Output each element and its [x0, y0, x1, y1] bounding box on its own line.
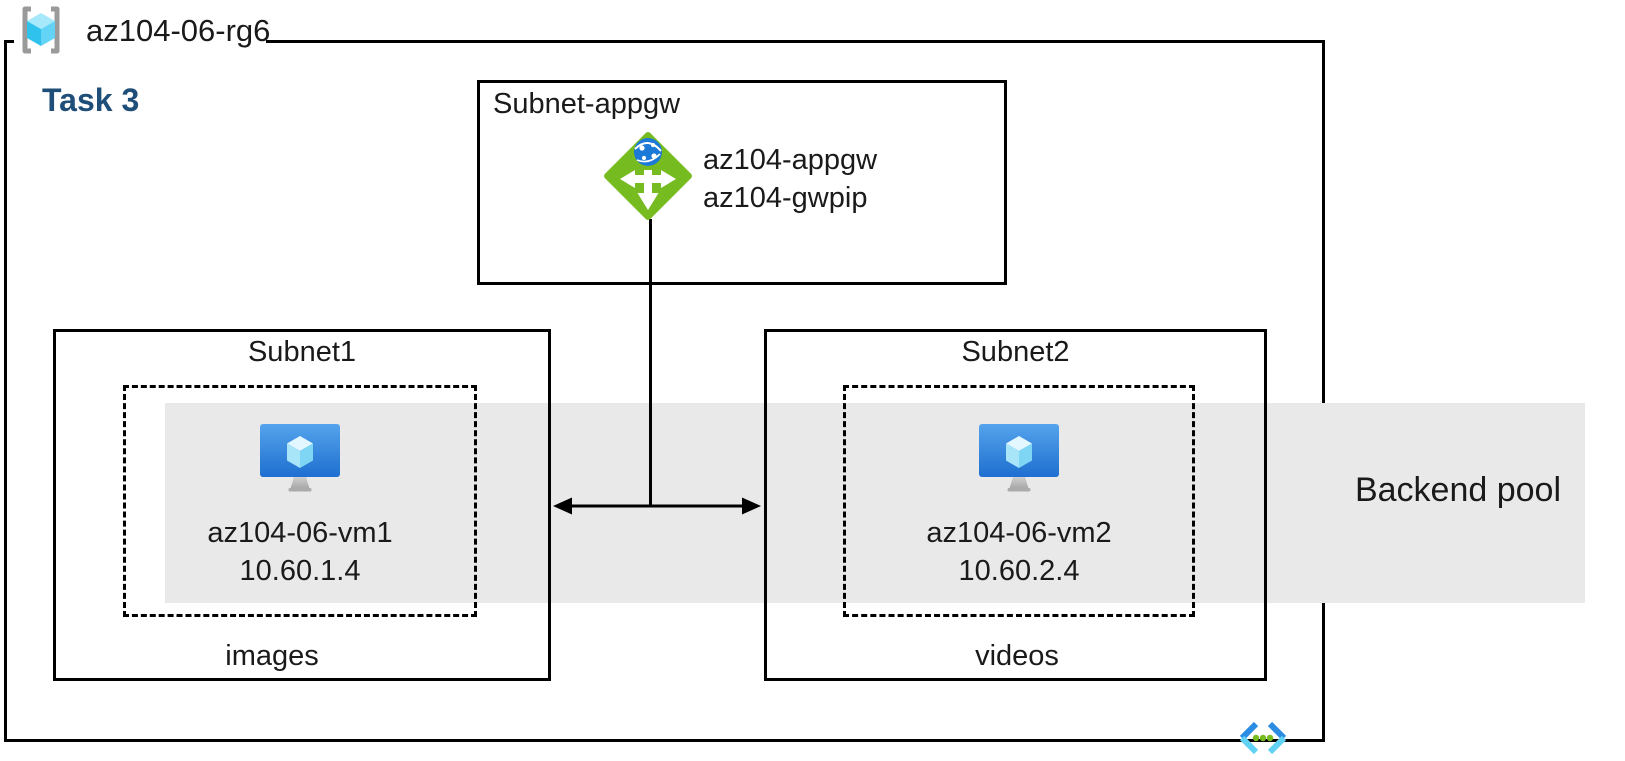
- appgw-name: az104-appgw: [703, 144, 878, 176]
- virtual-machine-icon: [260, 424, 340, 494]
- vm1-text-block: az104-06-vm1 10.60.1.4: [150, 514, 450, 590]
- task-label: Task 3: [42, 82, 140, 118]
- subnet2-box: Subnet2: [764, 329, 1267, 681]
- appgw-subnet-box: [477, 80, 1007, 285]
- resource-group-icon: [14, 4, 68, 56]
- vm2-ip: 10.60.2.4: [958, 555, 1080, 587]
- vm2-text-block: az104-06-vm2 10.60.2.4: [869, 514, 1169, 590]
- resource-group-title: az104-06-rg6: [86, 13, 271, 48]
- backend-pool-band: [165, 403, 1585, 603]
- vm2-name: az104-06-vm2: [926, 517, 1112, 549]
- vm1-dashed-box: [123, 385, 477, 617]
- application-gateway-icon: [602, 128, 694, 220]
- vm1-name: az104-06-vm1: [207, 517, 393, 549]
- appgw-subnet-label: Subnet-appgw: [493, 88, 681, 120]
- connector-vertical-line: [649, 219, 652, 507]
- subnet1-box: Subnet1: [53, 329, 551, 681]
- subnet2-caption: videos: [975, 640, 1059, 672]
- vm1-ip: 10.60.1.4: [239, 555, 361, 587]
- appgw-pip: az104-gwpip: [703, 182, 868, 214]
- appgw-text-block: az104-appgw az104-gwpip: [703, 141, 877, 217]
- subnet2-label: Subnet2: [961, 336, 1070, 368]
- virtual-machine-icon: [979, 424, 1059, 494]
- connector-horizontal-arrow: [551, 493, 763, 519]
- virtual-network-icon: [1237, 721, 1289, 755]
- backend-pool-label: Backend pool: [1354, 471, 1562, 509]
- subnet1-caption: images: [225, 640, 319, 672]
- vm2-dashed-box: [843, 385, 1195, 617]
- resource-group-box: [4, 40, 1325, 742]
- subnet1-label: Subnet1: [247, 336, 357, 368]
